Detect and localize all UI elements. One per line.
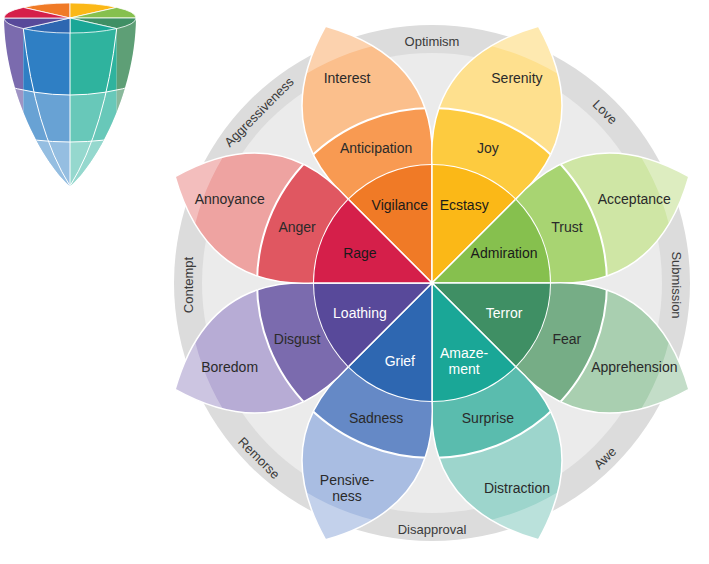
outer-ring (174, 25, 690, 541)
segment-group (432, 153, 689, 283)
segment-group (175, 153, 432, 283)
segment-group (175, 108, 607, 458)
cone-figure (0, 0, 142, 200)
cone-sector (70, 18, 117, 33)
emotion-label: Acceptance (597, 191, 672, 207)
segment-fill (175, 153, 432, 283)
petal-tip (432, 283, 562, 540)
segment-group (432, 153, 689, 283)
segment-fill (432, 283, 562, 540)
emotion-label: Anger (278, 219, 317, 235)
emotion-label: Disgust (273, 331, 321, 347)
cone-sector (4, 18, 70, 29)
segment-group (175, 108, 607, 458)
dyad-label: Optimism (405, 34, 460, 49)
emotion-label: Annoyance (194, 191, 266, 207)
emotion-label: Sadness (348, 410, 404, 426)
segment-group (175, 283, 432, 413)
emotion-label: Terror (485, 305, 523, 321)
segment-fill (432, 153, 689, 283)
cone-top (4, 3, 136, 33)
emotion-label: Ecstasy (439, 197, 490, 213)
emotion-label: Loathing (332, 305, 387, 321)
dyad-label: Submission (669, 251, 684, 318)
emotion-label: Fear (552, 331, 582, 347)
emotion-label: Trust (550, 219, 583, 235)
segment-group (432, 283, 562, 540)
emotion-label: Anticipation (339, 140, 413, 156)
emotion-label: Distraction (483, 480, 551, 496)
cone-body (0, 0, 142, 200)
emotion-label: Amaze- ment (434, 345, 494, 377)
emotion-label: Surprise (461, 410, 515, 426)
petal-tip (175, 283, 432, 413)
dyad-label: Contempt (181, 257, 196, 313)
emotion-label: Apprehension (591, 359, 678, 375)
emotion-label: Pensive- ness (305, 472, 389, 504)
emotion-label: Vigilance (371, 197, 429, 213)
cone-divider (23, 29, 116, 186)
segment-group (175, 153, 432, 283)
segment-fill (175, 153, 432, 283)
segment-group (175, 283, 432, 413)
segment-shape (430, 281, 518, 403)
emotion-label: Joy (476, 140, 499, 156)
emotion-label: Grief (384, 353, 416, 369)
emotion-segment: Amaze- ment (430, 281, 518, 403)
cone-sector (4, 7, 70, 18)
dyad-label: Disapproval (398, 522, 467, 537)
segment-fill (175, 283, 432, 413)
segment-fill (175, 283, 432, 413)
segment-fill (175, 283, 432, 413)
segment-fill (175, 153, 432, 283)
segment-shape (312, 281, 434, 369)
emotion-label: Interest (323, 70, 371, 86)
cone-sector (70, 7, 136, 18)
segment-fill (432, 153, 689, 283)
segment-fill (432, 283, 562, 540)
emotion-label: Rage (342, 245, 377, 261)
emotion-label: Serenity (490, 70, 543, 86)
emotion-label: Admiration (470, 245, 538, 261)
emotion-label: Boredom (201, 359, 259, 375)
petal-tip (432, 153, 689, 283)
segment-fill (432, 153, 689, 283)
emotion-segment: Loathing (312, 281, 434, 369)
segment-fill (432, 283, 562, 540)
petal-tip (175, 153, 432, 283)
segment-group (432, 283, 562, 540)
